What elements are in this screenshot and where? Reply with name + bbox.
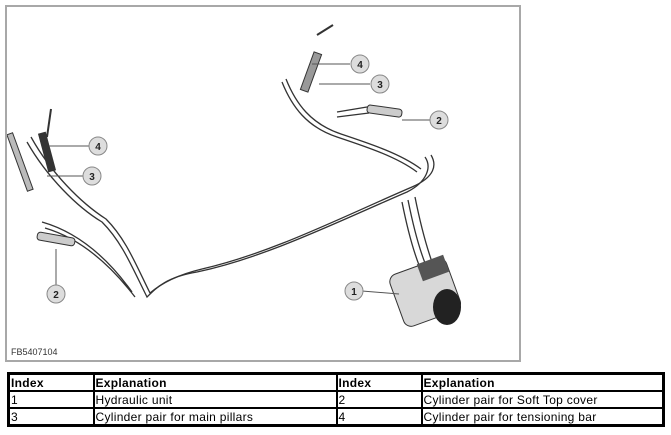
hydraulic-lines <box>26 78 435 299</box>
svg-text:4: 4 <box>95 142 101 153</box>
hydraulic-unit <box>389 254 462 327</box>
callout-1: 1 <box>344 281 364 301</box>
callout-2b: 2 <box>46 284 66 304</box>
svg-text:4: 4 <box>357 60 363 71</box>
cell-explanation: Cylinder pair for tensioning bar <box>420 407 665 427</box>
figure-id: FB5407104 <box>11 347 58 357</box>
cell-explanation: Cylinder pair for main pillars <box>92 407 338 427</box>
callout-4b: 4 <box>88 136 108 156</box>
hydraulic-system-diagram: 1 2 2 3 3 4 4 FB5407104 <box>5 5 521 362</box>
cell-index: 4 <box>335 407 423 427</box>
cell-index: 1 <box>7 390 95 409</box>
cell-explanation: Cylinder pair for Soft Top cover <box>420 390 665 409</box>
cell-index: 3 <box>7 407 95 427</box>
svg-text:1: 1 <box>351 287 357 298</box>
header-index: Index <box>7 372 95 392</box>
callout-3b: 3 <box>82 166 102 186</box>
cell-explanation: Hydraulic unit <box>92 390 338 409</box>
table-row: 3 Cylinder pair for main pillars 4 Cylin… <box>7 407 665 427</box>
callout-4a: 4 <box>350 54 370 74</box>
table-row: 1 Hydraulic unit 2 Cylinder pair for Sof… <box>7 390 665 409</box>
header-explanation: Explanation <box>92 372 338 392</box>
svg-text:2: 2 <box>53 290 59 301</box>
cylinders <box>7 24 403 247</box>
header-index: Index <box>335 372 423 392</box>
svg-text:2: 2 <box>436 116 442 127</box>
diagram-illustration: 1 2 2 3 3 4 4 <box>7 24 462 327</box>
svg-text:3: 3 <box>89 172 95 183</box>
legend-table: Index Explanation Index Explanation 1 Hy… <box>7 372 665 427</box>
callout-2a: 2 <box>429 110 449 130</box>
table-header-row: Index Explanation Index Explanation <box>7 372 665 392</box>
cell-index: 2 <box>335 390 423 409</box>
svg-text:3: 3 <box>377 80 383 91</box>
callout-3a: 3 <box>370 74 390 94</box>
header-explanation: Explanation <box>420 372 665 392</box>
